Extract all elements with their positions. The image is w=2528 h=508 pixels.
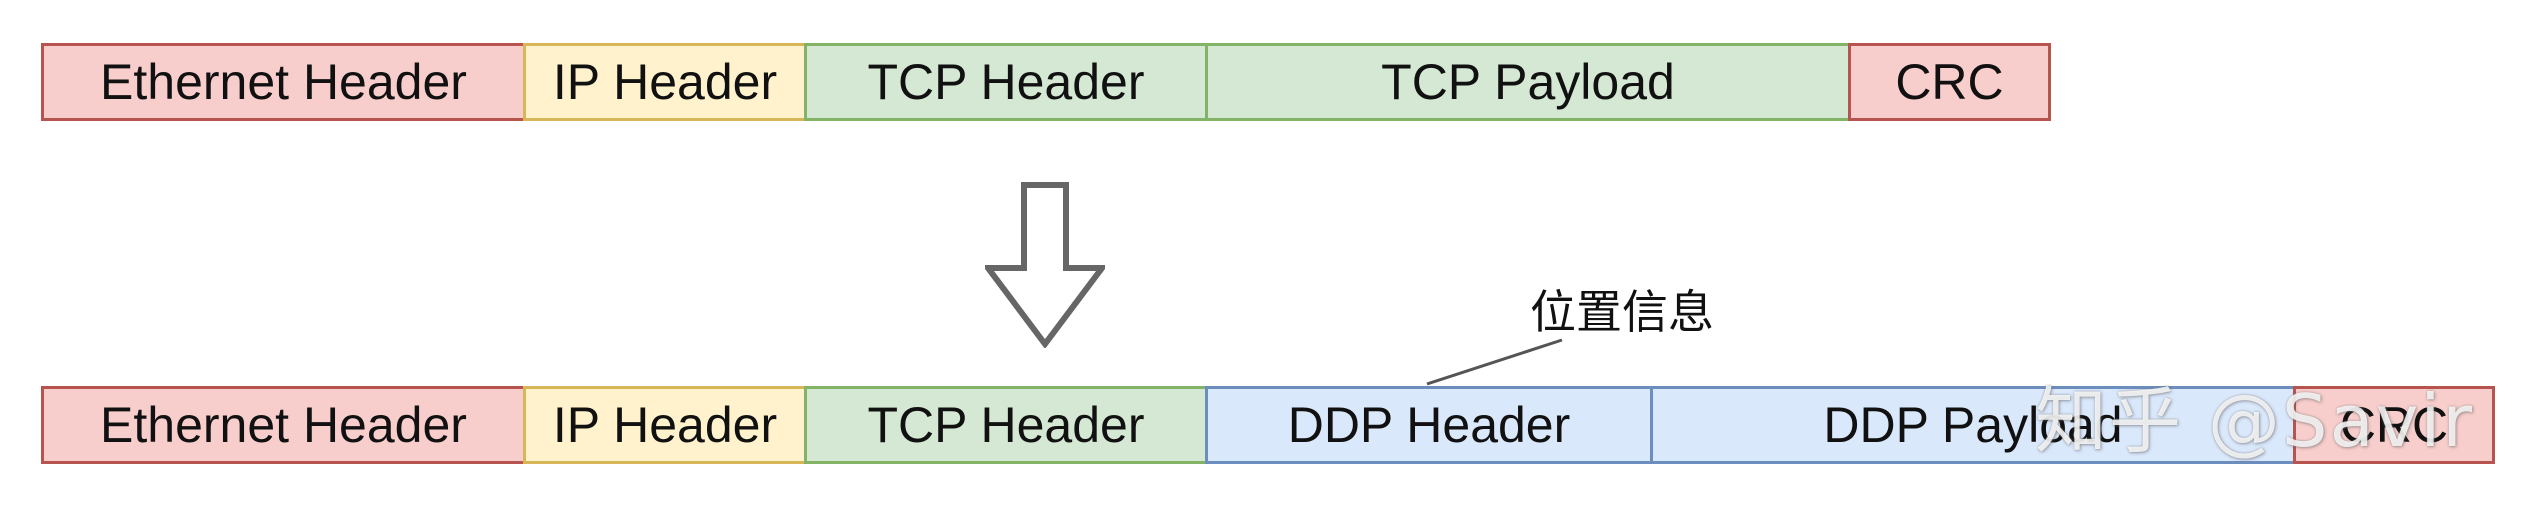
bottom-ddp-header-segment: DDP Header (1205, 386, 1653, 464)
segment-label: DDP Payload (1823, 397, 2123, 453)
bottom-crc-segment: CRC (2293, 386, 2495, 464)
segment-label: DDP Header (1287, 397, 1571, 453)
bottom-tcp-header-segment: TCP Header (804, 386, 1208, 464)
bottom-packet-row: Ethernet Header IP Header TCP Header DDP… (41, 386, 2495, 464)
down-arrow-icon (985, 182, 1105, 348)
top-crc-segment: CRC (1848, 43, 2051, 121)
watermark: 知乎 @Savir (2035, 379, 2474, 463)
segment-label: IP Header (552, 54, 778, 110)
segment-label: TCP Header (867, 397, 1145, 453)
bottom-ethernet-header-segment: Ethernet Header (41, 386, 526, 464)
segment-label: TCP Payload (1381, 54, 1675, 110)
top-ethernet-header-segment: Ethernet Header (41, 43, 526, 121)
segment-label: TCP Header (867, 54, 1145, 110)
segment-label: IP Header (552, 397, 778, 453)
bottom-ddp-payload-segment: DDP Payload (1650, 386, 2296, 464)
segment-label: CRC (2339, 397, 2449, 453)
segment-label: CRC (1895, 54, 2004, 110)
segment-label: Ethernet Header (100, 54, 467, 110)
callout-label: 位置信息 (1530, 285, 1714, 339)
segment-label: Ethernet Header (100, 397, 467, 453)
top-tcp-payload-segment: TCP Payload (1205, 43, 1851, 121)
top-ip-header-segment: IP Header (523, 43, 807, 121)
top-tcp-header-segment: TCP Header (804, 43, 1208, 121)
bottom-ip-header-segment: IP Header (523, 386, 807, 464)
top-packet-row: Ethernet Header IP Header TCP Header TCP… (41, 43, 2051, 121)
